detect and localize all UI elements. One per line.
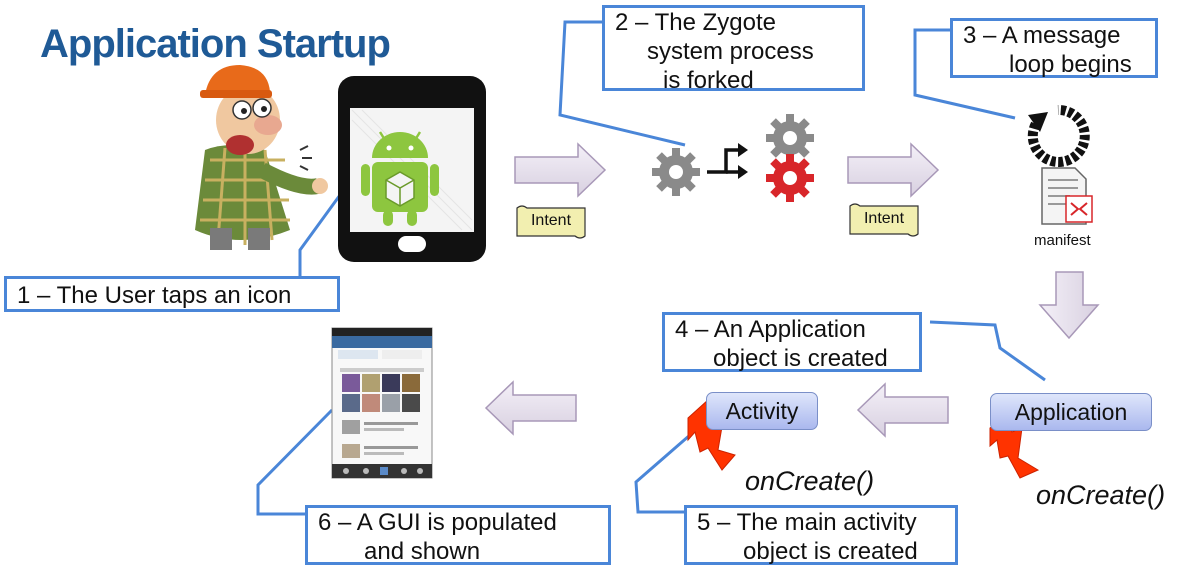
step2-line1: 2 – The Zygote bbox=[615, 9, 776, 36]
leader-lines bbox=[256, 20, 1046, 516]
loop-icon bbox=[1027, 104, 1090, 167]
flow-arrow-left-2 bbox=[484, 380, 577, 436]
step4-line2: object is created bbox=[713, 345, 888, 372]
leader-line-step1 bbox=[298, 194, 342, 278]
application-oncreate-label: onCreate() bbox=[1036, 480, 1166, 510]
leader-line-step6 bbox=[256, 408, 334, 516]
step3-line1: 3 – A message bbox=[963, 22, 1121, 49]
step6-callout: 6 – A GUI is populated and shown bbox=[305, 505, 611, 565]
manifest-file-icon bbox=[1041, 167, 1093, 225]
step3-callout: 3 – A message loop begins bbox=[950, 18, 1158, 78]
flow-arrows bbox=[484, 142, 1100, 438]
flow-arrow-left-1 bbox=[856, 382, 949, 438]
step4-line1: 4 – An Application bbox=[675, 316, 866, 343]
application-node: Application bbox=[990, 393, 1152, 431]
step1-callout: 1 – The User taps an icon bbox=[4, 276, 340, 312]
step3-line2: loop begins bbox=[1009, 51, 1132, 78]
manifest-label: manifest bbox=[1034, 232, 1091, 249]
leader-line-step4 bbox=[929, 320, 1046, 382]
gear-icon bbox=[652, 148, 700, 196]
step5-line2: object is created bbox=[743, 538, 918, 565]
intent-label-1: Intent bbox=[530, 212, 572, 229]
step5-line1: 5 – The main activity bbox=[697, 509, 917, 536]
step5-callout: 5 – The main activity object is created bbox=[684, 505, 958, 565]
step4-callout: 4 – An Application object is created bbox=[662, 312, 922, 372]
step2-callout: 2 – The Zygote system process is forked bbox=[602, 5, 865, 94]
gear-group bbox=[652, 114, 814, 202]
step6-line2: and shown bbox=[364, 538, 481, 565]
leader-line-step2 bbox=[558, 20, 686, 147]
screenshot-thumbnail bbox=[331, 327, 433, 479]
step6-line1: 6 – A GUI is populated bbox=[318, 509, 557, 536]
intent-scroll-1 bbox=[516, 205, 586, 239]
activity-node: Activity bbox=[706, 392, 818, 430]
flow-arrow-right-1 bbox=[514, 142, 607, 198]
step1-text: 1 – The User taps an icon bbox=[17, 282, 292, 309]
page-title: Application Startup bbox=[40, 22, 391, 66]
gear-icon bbox=[766, 154, 814, 202]
step2-line2: system process bbox=[647, 38, 814, 65]
worker-illustration bbox=[195, 65, 328, 250]
intent-scroll-2 bbox=[849, 203, 919, 237]
activity-oncreate-label: onCreate() bbox=[745, 466, 875, 496]
leader-line-step3 bbox=[913, 28, 1016, 120]
flow-arrow-right-2 bbox=[847, 142, 940, 198]
android-icon bbox=[361, 131, 439, 226]
fork-arrow-icon bbox=[707, 148, 740, 174]
phone-icon bbox=[338, 76, 486, 262]
intent-label-2: Intent bbox=[863, 210, 905, 227]
intent-scrolls bbox=[516, 203, 919, 239]
leader-line-step5 bbox=[634, 433, 691, 514]
step2-line3: is forked bbox=[663, 67, 754, 94]
flow-arrow-down bbox=[1038, 271, 1100, 340]
